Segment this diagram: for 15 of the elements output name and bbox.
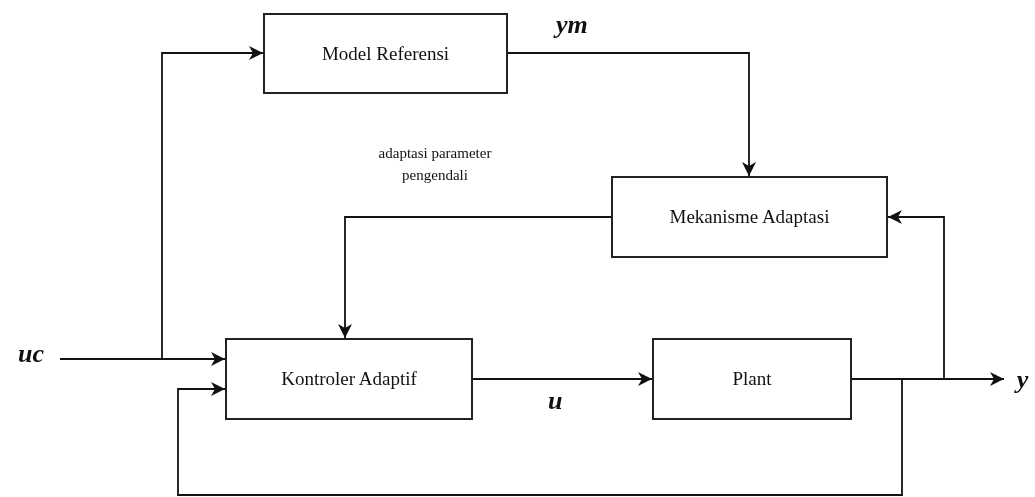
arrow xyxy=(177,378,903,496)
process-box xyxy=(652,338,852,420)
signal-label: uc xyxy=(18,339,44,369)
block-label: Model Referensi xyxy=(321,42,450,65)
signal-label: y xyxy=(1016,365,1029,395)
process-box xyxy=(225,338,473,420)
arrow xyxy=(507,52,756,177)
process-box xyxy=(611,176,888,258)
arrow xyxy=(338,216,612,339)
block-label: Kontroler Adaptif xyxy=(281,368,417,390)
block-label: Mekanisme Adaptasi xyxy=(669,206,830,228)
arrow xyxy=(472,372,653,386)
arrow xyxy=(59,46,264,360)
block-label: Plant xyxy=(732,368,772,390)
process-box xyxy=(263,13,508,94)
